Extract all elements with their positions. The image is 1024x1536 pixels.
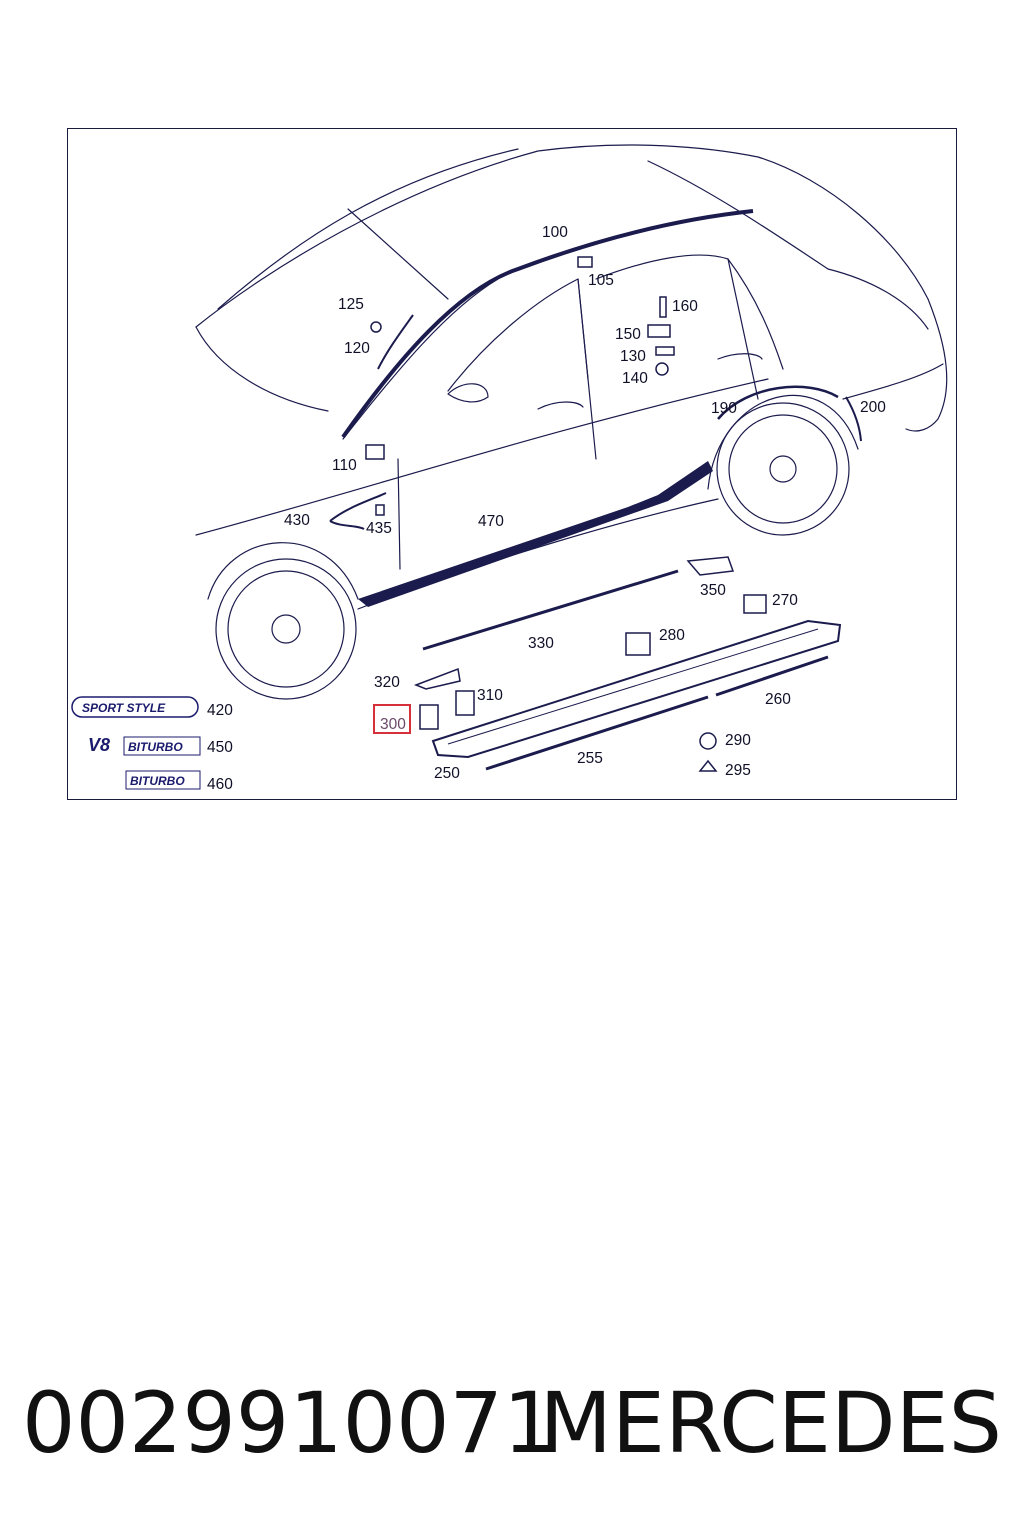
callout-150: 150 — [615, 326, 641, 343]
rear-wheel-inner — [728, 414, 838, 524]
rear-wheel-hub — [769, 455, 797, 483]
callout-255: 255 — [577, 750, 603, 767]
rear-bumper — [842, 363, 944, 400]
car-body-outline — [195, 144, 948, 432]
callout-310: 310 — [477, 687, 503, 704]
callout-350: 350 — [700, 582, 726, 599]
callout-110: 110 — [332, 457, 357, 474]
part-screw-160 — [659, 296, 667, 318]
emblem-biturbo: BITURBO — [130, 774, 185, 788]
callout-295: 295 — [725, 762, 751, 779]
front-wheel-arch — [207, 542, 359, 600]
callout-250: 250 — [434, 765, 460, 782]
part-wheel-trim-190 — [717, 385, 839, 420]
callout-160: 160 — [672, 298, 698, 315]
emblem-v8-biturbo: BITURBO — [128, 740, 183, 754]
footer-caption: 0029910071 MERCEDES — [0, 1368, 1024, 1478]
part-number: 0029910071 — [22, 1374, 557, 1472]
callout-460: 460 — [207, 776, 233, 793]
part-clip-150 — [647, 324, 671, 338]
emblem-biturbo-box — [125, 770, 201, 790]
part-trim-200 — [845, 396, 862, 442]
emblem-sport-style-outline — [71, 696, 199, 718]
part-clip-130 — [655, 346, 675, 356]
callout-330: 330 — [528, 635, 554, 652]
trunk-line — [827, 268, 929, 330]
rear-wheel-outer — [716, 402, 850, 536]
rear-door-edge — [727, 258, 759, 400]
rocker-line — [357, 498, 719, 610]
part-strip-330 — [422, 569, 679, 651]
part-clip-435 — [375, 504, 385, 516]
callout-105: 105 — [588, 272, 614, 289]
callout-270: 270 — [772, 592, 798, 609]
callout-300: 300 — [380, 716, 406, 733]
part-bracket-350 — [686, 556, 735, 576]
part-trim-430 — [329, 492, 387, 530]
part-clip-110 — [365, 444, 385, 460]
parts-diagram: SPORT STYLE V8 BITURBO BITURBO 100 105 1… — [71, 144, 948, 793]
callout-420: 420 — [207, 702, 233, 719]
parts-diagram-frame: SPORT STYLE V8 BITURBO BITURBO 100 105 1… — [67, 128, 957, 800]
hood-line — [195, 326, 329, 412]
part-trim-120 — [377, 314, 414, 370]
part-clip-270 — [743, 594, 767, 614]
b-pillar — [577, 278, 597, 460]
brand-name: MERCEDES — [539, 1374, 1002, 1472]
callout-190: 190 — [711, 400, 737, 417]
door-frame-front — [447, 278, 589, 392]
part-clip-280 — [625, 632, 651, 656]
a-pillar — [342, 278, 499, 440]
highlight-box-300 — [373, 704, 411, 734]
part-sill-detail — [447, 628, 819, 745]
front-wheel-hub — [271, 614, 301, 644]
front-wheel-inner — [227, 570, 345, 688]
part-side-stripe — [358, 461, 713, 607]
side-mirror — [447, 383, 489, 403]
callout-130: 130 — [620, 348, 646, 365]
callout-200: 200 — [860, 399, 886, 416]
rear-door-handle — [717, 353, 763, 360]
part-strip-255 — [485, 695, 709, 771]
car-roofline — [217, 148, 519, 310]
part-nut-290 — [699, 732, 717, 750]
part-strip-260 — [715, 655, 829, 697]
callout-100: 100 — [542, 224, 568, 241]
callout-125: 125 — [338, 296, 364, 313]
windshield-edge — [347, 208, 449, 300]
callout-320: 320 — [374, 674, 400, 691]
part-clip-310 — [455, 690, 475, 716]
callout-430: 430 — [284, 512, 310, 529]
part-bracket-320 — [413, 667, 461, 690]
callout-450: 450 — [207, 739, 233, 756]
part-clip-125 — [370, 321, 382, 333]
callout-290: 290 — [725, 732, 751, 749]
part-side-sill — [431, 619, 842, 759]
part-clip-105 — [577, 256, 593, 268]
part-clip-300 — [419, 704, 439, 730]
rear-wheel-arch — [707, 394, 859, 490]
callout-280: 280 — [659, 627, 685, 644]
part-rivet-295 — [698, 759, 718, 772]
callout-120: 120 — [344, 340, 370, 357]
rear-window-line — [647, 160, 829, 270]
emblem-sport-style: SPORT STYLE — [82, 701, 166, 715]
callout-435: 435 — [366, 520, 392, 537]
emblem-v8-biturbo-box — [123, 736, 201, 756]
front-door-handle — [537, 401, 584, 410]
front-door-edge — [397, 458, 401, 570]
beltline — [195, 378, 769, 536]
callout-140: 140 — [622, 370, 648, 387]
callout-260: 260 — [765, 691, 791, 708]
callout-470: 470 — [478, 513, 504, 530]
part-nut-140 — [655, 362, 669, 376]
front-wheel-outer — [215, 558, 357, 700]
part-roof-trim — [341, 209, 754, 439]
emblem-v8: V8 — [88, 735, 110, 755]
